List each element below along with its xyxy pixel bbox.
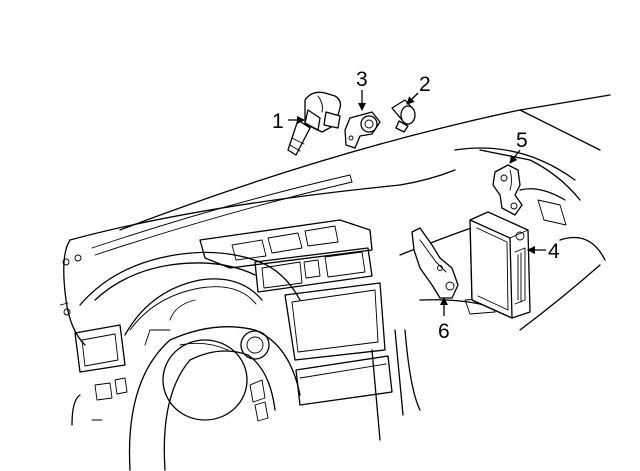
callout-labels: 1 2 3 4 5 6 (272, 68, 560, 343)
callout-1: 1 (272, 110, 284, 133)
dashboard-lineart (59, 94, 611, 471)
callout-leaders (288, 90, 546, 316)
leader-5 (509, 149, 521, 164)
callout-6: 6 (438, 320, 450, 343)
part-1-sensor (287, 91, 342, 156)
part-2-sensor (391, 99, 416, 133)
callout-2: 2 (419, 73, 431, 96)
callout-5: 5 (516, 129, 528, 152)
part-6-bracket (411, 227, 459, 299)
leader-2 (406, 92, 419, 105)
part-4-control-module (469, 211, 531, 319)
callout-3: 3 (356, 68, 368, 91)
callout-4: 4 (548, 240, 560, 263)
part-3-sensor (344, 111, 381, 149)
part-5-bracket (492, 164, 523, 216)
